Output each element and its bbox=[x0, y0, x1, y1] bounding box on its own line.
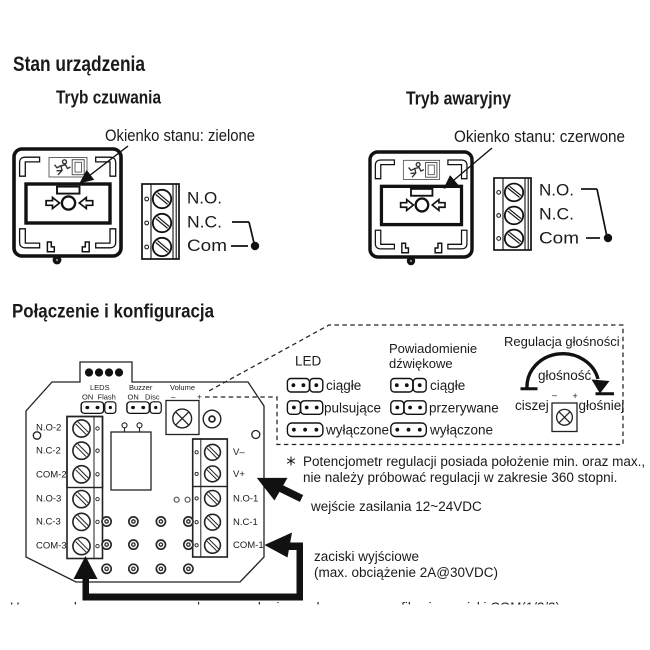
svg-text:N.O.: N.O. bbox=[187, 189, 222, 208]
svg-text:Volume: Volume bbox=[170, 383, 195, 392]
svg-text:N.C-2: N.C-2 bbox=[36, 446, 61, 457]
svg-text:ciągłe: ciągłe bbox=[326, 378, 361, 393]
svg-text:Disc: Disc bbox=[145, 393, 160, 402]
svg-text:dźwiękowe: dźwiękowe bbox=[389, 356, 453, 371]
svg-text:wyłączone: wyłączone bbox=[325, 423, 389, 438]
svg-text:N.C.: N.C. bbox=[539, 205, 574, 224]
svg-text:N.O-2: N.O-2 bbox=[36, 423, 61, 434]
svg-text:ON: ON bbox=[82, 393, 93, 402]
svg-text:+: + bbox=[573, 391, 578, 401]
svg-text:głośność: głośność bbox=[538, 368, 592, 383]
svg-text:ON: ON bbox=[128, 393, 139, 402]
svg-text:N.C-1: N.C-1 bbox=[233, 517, 258, 528]
svg-text:N.O-1: N.O-1 bbox=[233, 494, 258, 505]
svg-text:zaciski wyjściowe: zaciski wyjściowe bbox=[314, 549, 419, 564]
svg-text:LEDS: LEDS bbox=[90, 383, 110, 392]
svg-text:–: – bbox=[171, 393, 176, 402]
svg-text:N.C-3: N.C-3 bbox=[36, 517, 61, 528]
svg-text:ciszej: ciszej bbox=[515, 398, 549, 413]
svg-text:pulsujące: pulsujące bbox=[324, 401, 381, 416]
svg-text:Potencjometr regulacji posiada: Potencjometr regulacji posiada położenie… bbox=[303, 454, 645, 469]
svg-text:Stan urządzenia: Stan urządzenia bbox=[13, 52, 146, 76]
svg-text:Uwaga: nalezy uzywac przewodow: Uwaga: nalezy uzywac przewodow o przekro… bbox=[10, 599, 560, 614]
svg-text:Regulacja głośności: Regulacja głośności bbox=[504, 334, 620, 349]
svg-text:nie należy próbować regulacji: nie należy próbować regulacji w zakresie… bbox=[303, 470, 617, 485]
svg-text:+: + bbox=[197, 393, 202, 402]
svg-text:N.O.: N.O. bbox=[539, 181, 574, 200]
svg-text:N.O-3: N.O-3 bbox=[36, 494, 61, 505]
svg-text:N.C.: N.C. bbox=[187, 213, 222, 232]
svg-text:Buzzer: Buzzer bbox=[129, 383, 153, 392]
svg-text:–: – bbox=[552, 390, 557, 400]
svg-text:wejście zasilania 12~24VDC: wejście zasilania 12~24VDC bbox=[310, 499, 482, 514]
svg-text:Tryb awaryjny: Tryb awaryjny bbox=[406, 88, 512, 109]
svg-text:V–: V– bbox=[233, 447, 245, 458]
svg-text:Okienko stanu: czerwone: Okienko stanu: czerwone bbox=[454, 127, 625, 146]
svg-text:ciągłe: ciągłe bbox=[430, 378, 465, 393]
svg-text:Tryb czuwania: Tryb czuwania bbox=[56, 87, 162, 108]
svg-text:(max. obciążenie 2A@30VDC): (max. obciążenie 2A@30VDC) bbox=[314, 565, 498, 580]
svg-text:Okienko stanu: zielone: Okienko stanu: zielone bbox=[105, 126, 255, 145]
svg-text:głośniej: głośniej bbox=[579, 398, 625, 413]
svg-text:V+: V+ bbox=[233, 469, 245, 480]
svg-text:COM-3: COM-3 bbox=[36, 541, 67, 552]
svg-text:Com: Com bbox=[539, 229, 579, 248]
svg-text:Połączenie i konfiguracja: Połączenie i konfiguracja bbox=[12, 302, 214, 323]
svg-text:Flash: Flash bbox=[98, 393, 116, 402]
svg-text:wyłączone: wyłączone bbox=[429, 423, 493, 438]
svg-text:COM-2: COM-2 bbox=[36, 470, 67, 481]
svg-text:COM-1: COM-1 bbox=[233, 540, 264, 551]
svg-text:Com: Com bbox=[187, 236, 227, 255]
svg-text:przerywane: przerywane bbox=[429, 401, 499, 416]
svg-text:Powiadomienie: Powiadomienie bbox=[389, 341, 477, 356]
svg-text:LED: LED bbox=[295, 354, 322, 369]
